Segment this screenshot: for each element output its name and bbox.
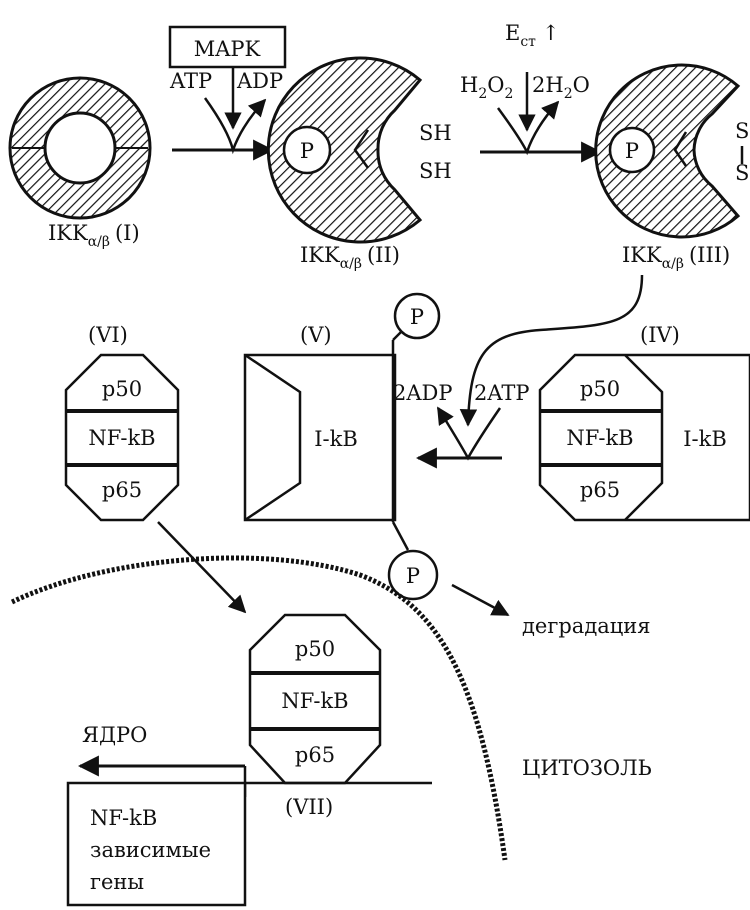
iv-nfkb-label: NF-kB xyxy=(566,426,633,450)
ikk-ring-i xyxy=(10,78,150,218)
phosphate-v-top-label: P xyxy=(410,305,424,329)
s-top-label: S xyxy=(735,119,749,143)
h2o2-label: H2O2 xyxy=(460,73,513,102)
degradation-label: деградация xyxy=(522,614,651,638)
2adp-label: 2ADP xyxy=(393,381,453,405)
genes-line-3: гены xyxy=(90,870,144,894)
e-st-label: Eст↑ xyxy=(505,21,560,50)
cytosol-label: ЦИТОЗОЛЬ xyxy=(522,756,652,780)
sh-bottom-label: SH xyxy=(419,159,452,183)
iv-p65-label: p65 xyxy=(580,478,620,502)
stage-iv-label: (IV) xyxy=(640,323,680,347)
2h2o-label: 2H2O xyxy=(532,73,590,102)
genes-line-2: зависимые xyxy=(90,838,211,862)
vi-p65-label: p65 xyxy=(102,478,142,502)
s-bottom-label: S xyxy=(735,161,749,185)
2atp-label: 2ATP xyxy=(474,381,530,405)
stage-v-label: (V) xyxy=(300,323,332,347)
mapk-label: MAPK xyxy=(194,37,261,61)
vi-p50-label: p50 xyxy=(102,377,142,401)
vii-nfkb-label: NF-kB xyxy=(281,689,348,713)
atp-label: ATP xyxy=(169,69,212,93)
phosphate-ii-label: P xyxy=(300,139,314,163)
adp-label: ADP xyxy=(236,69,283,93)
arrow-vi-to-vii xyxy=(158,522,245,612)
vii-p65-label: p65 xyxy=(295,743,335,767)
stage-vii-label: (VII) xyxy=(285,795,333,819)
atp-adp-curve xyxy=(205,98,265,150)
ikk-ii-label: IKKα/β(II) xyxy=(300,243,400,272)
ikk-iii-label: IKKα/β(III) xyxy=(622,243,730,272)
v-ikb-label: I-kB xyxy=(314,427,358,451)
phosphate-iii-label: P xyxy=(625,139,639,163)
iv-ikb-label: I-kB xyxy=(683,427,727,451)
iv-p50-label: p50 xyxy=(580,377,620,401)
nucleus-label: ЯДРО xyxy=(82,723,147,747)
sh-top-label: SH xyxy=(419,121,452,145)
genes-line-1: NF-kB xyxy=(90,806,157,830)
ikk-i-label: IKKα/β(I) xyxy=(48,221,140,250)
phosphate-v-bottom-label: P xyxy=(406,564,420,588)
arrow-degradation xyxy=(452,585,508,615)
vii-p50-label: p50 xyxy=(295,637,335,661)
vi-nfkb-label: NF-kB xyxy=(88,426,155,450)
stage-vi-label: (VI) xyxy=(88,323,128,347)
